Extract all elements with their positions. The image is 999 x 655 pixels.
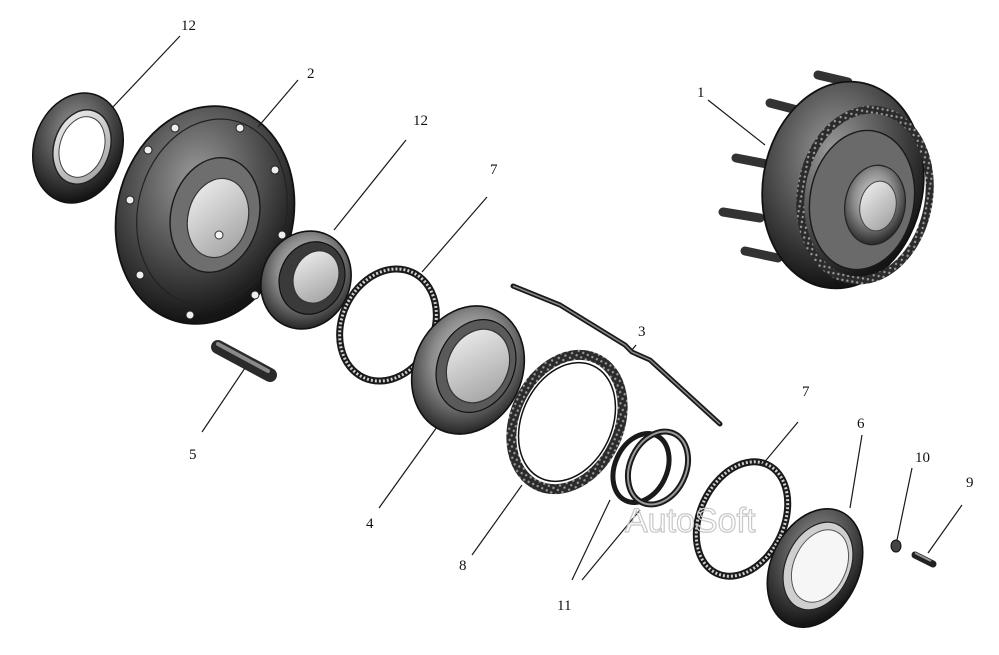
leader-12-mid <box>333 139 407 231</box>
callout-numbers: 12 2 12 7 1 3 5 4 8 11 7 6 10 9 <box>181 18 974 614</box>
part-8-ring-gear <box>506 349 628 495</box>
part-5-pin <box>211 340 277 382</box>
part-6-cover <box>766 508 864 628</box>
leader-11a <box>571 499 611 581</box>
watermark: AutoSoft <box>625 502 756 540</box>
callout-12-mid: 12 <box>413 113 428 129</box>
callout-12-top: 12 <box>181 18 196 34</box>
leader-12-top <box>111 35 181 109</box>
leader-4 <box>378 426 438 509</box>
callout-11: 11 <box>557 598 571 614</box>
callout-10: 10 <box>915 450 930 466</box>
leader-2 <box>257 79 299 128</box>
leader-7-bottom <box>761 421 799 466</box>
leader-3 <box>631 344 637 351</box>
callout-7-bottom: 7 <box>802 384 810 400</box>
callout-2: 2 <box>307 66 315 82</box>
part-9-bolt <box>911 551 937 568</box>
part-11-rings <box>610 428 692 508</box>
leader-8 <box>471 484 523 556</box>
callout-7-top: 7 <box>490 162 498 178</box>
callout-1: 1 <box>697 85 705 101</box>
part-4-ring <box>410 305 526 435</box>
callout-5: 5 <box>189 447 197 463</box>
callout-8: 8 <box>459 558 467 574</box>
leader-lines <box>111 35 963 581</box>
callout-6: 6 <box>857 416 865 432</box>
part-3-strap <box>510 283 723 427</box>
callout-4: 4 <box>366 516 374 532</box>
part-10-washer <box>890 539 902 553</box>
leader-1 <box>707 99 766 146</box>
leader-9 <box>927 504 963 554</box>
leader-7-top <box>421 196 488 273</box>
part-12-seal-left <box>31 92 125 204</box>
part-1-assembled-hub <box>718 70 934 290</box>
callout-3: 3 <box>638 324 646 340</box>
part-12-bearing <box>260 230 352 330</box>
leader-5 <box>201 367 246 433</box>
part-7-gasket-2 <box>692 458 792 580</box>
leader-10 <box>896 467 913 541</box>
leader-6 <box>849 434 863 509</box>
leader-11b <box>581 509 641 581</box>
callout-9: 9 <box>966 475 974 491</box>
